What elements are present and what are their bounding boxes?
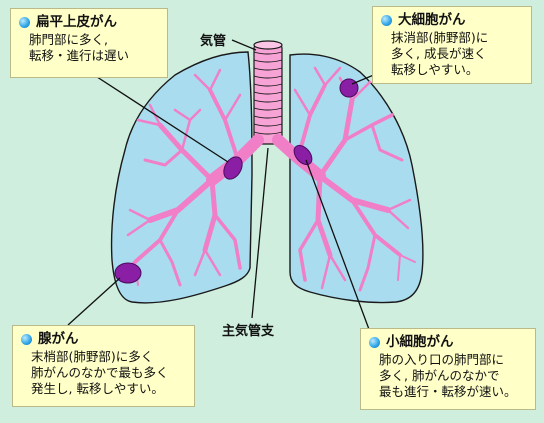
callout-line: 末梢部(肺野部)に多く xyxy=(31,349,154,364)
leader-lines xyxy=(67,39,406,333)
bullet-icon xyxy=(381,14,392,26)
main-bronchus-label: 主気管支 xyxy=(222,324,275,339)
tumor-squamous xyxy=(223,156,243,180)
trachea xyxy=(253,40,283,145)
callout-adenocarcinoma: 腺がん 末梢部(肺野部)に多く 肺がんのなかで最も多く 発生し, 転移しやすい。 xyxy=(12,325,195,407)
callout-title: 大細胞がん xyxy=(398,12,466,28)
callout-title: 小細胞がん xyxy=(386,334,454,350)
callout-small-cell: 小細胞がん 肺の入り口の肺門部に 多く, 肺がんのなかで 最も進行・転移が速い。 xyxy=(360,328,536,410)
bullet-icon xyxy=(369,336,380,348)
callout-line: 肺の入り口の肺門部に xyxy=(379,352,505,367)
callout-line: 転移・進行は遅い xyxy=(29,48,130,63)
callout-large-cell: 大細胞がん 抹消部(肺野部)に 多く, 成長が速く 転移しやすい。 xyxy=(372,6,532,84)
tumor-adeno xyxy=(114,262,142,284)
callout-line: 多く, 成長が速く xyxy=(391,46,487,61)
callout-squamous-cell: 扁平上皮がん 肺門部に多く, 転移・進行は遅い xyxy=(10,8,168,78)
callout-line: 最も進行・転移が速い。 xyxy=(379,384,517,399)
tumor-small-cell xyxy=(293,144,313,166)
bullet-icon xyxy=(19,16,30,28)
callout-line: 肺がんのなかで最も多く xyxy=(31,365,169,380)
trachea-label: 気管 xyxy=(200,34,227,49)
callout-title: 腺がん xyxy=(38,331,79,347)
tumor-large-cell xyxy=(339,78,359,98)
callout-line: 多く, 肺がんのなかで xyxy=(379,368,500,383)
callout-line: 抹消部(肺野部)に xyxy=(391,30,489,45)
right-lung xyxy=(110,51,253,304)
callout-line: 発生し, 転移しやすい。 xyxy=(31,381,164,396)
callout-title: 扁平上皮がん xyxy=(36,14,117,30)
callout-line: 肺門部に多く, xyxy=(29,32,108,47)
callout-line: 転移しやすい。 xyxy=(391,62,479,77)
bullet-icon xyxy=(21,333,32,345)
